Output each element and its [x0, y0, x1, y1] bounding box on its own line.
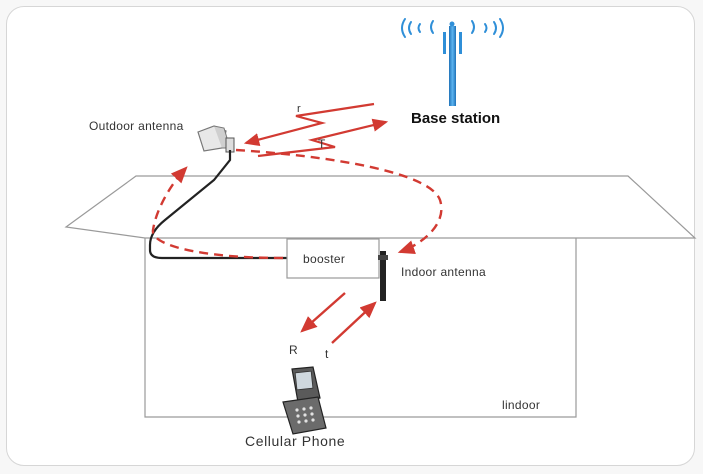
- indoor-signal-arrows: [302, 293, 375, 343]
- signal-r-label: r: [297, 104, 301, 115]
- booster-label: booster: [303, 253, 345, 265]
- panel-antenna-icon: [198, 126, 234, 152]
- base-station-label: Base station: [411, 111, 500, 126]
- cell-tower-icon: [402, 19, 503, 106]
- signal-r-arrow: [246, 104, 374, 143]
- outdoor-antenna-label: Outdoor antenna: [89, 120, 184, 132]
- signal-t-arrow: [332, 303, 375, 343]
- signal-T-label: T: [318, 138, 326, 150]
- indoor-antenna-label: Indoor antenna: [401, 266, 486, 278]
- cellular-phone-label: Cellular Phone: [245, 434, 345, 448]
- indoor-label: lindoor: [502, 399, 540, 411]
- signal-R-arrow: [302, 293, 345, 331]
- outdoor-signal-arrows: [246, 104, 386, 156]
- roof: [66, 176, 695, 238]
- flip-phone-icon: [283, 367, 326, 434]
- signal-R-label: R: [289, 344, 298, 356]
- signal-t-label: t: [325, 348, 329, 360]
